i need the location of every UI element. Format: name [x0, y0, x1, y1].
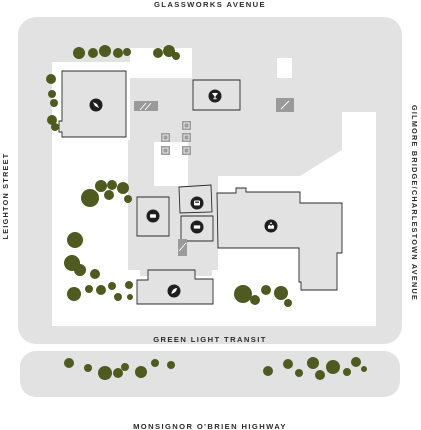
martini-glass-icon: [212, 93, 218, 100]
marker-center-north-building[interactable]: [190, 196, 204, 210]
feather-icon: [171, 288, 177, 294]
stairs-center: [178, 239, 187, 256]
trees: [46, 45, 367, 380]
street-label-transit: GREEN LIGHT TRANSIT: [153, 335, 267, 344]
east-building[interactable]: [216, 187, 343, 291]
stairs-north-east: [276, 98, 294, 112]
marker-west-building[interactable]: [146, 209, 160, 223]
walkways: [52, 47, 376, 276]
street-label-east: GILMORE BRIDGE/CHARLESTOWN AVENUE: [410, 105, 419, 301]
ticket-icon: [193, 225, 201, 229]
street-label-south: MONSIGNOR O'BRIEN HIGHWAY: [133, 422, 287, 430]
street-label-west: LEIGHTON STREET: [1, 153, 10, 240]
cake-icon: [268, 222, 274, 229]
marker-northwest-building[interactable]: [89, 98, 103, 112]
marker-south-building[interactable]: [167, 284, 181, 298]
theater-icon: [194, 200, 200, 206]
marker-center-south-building[interactable]: [190, 220, 204, 234]
cup-icon: [150, 214, 156, 218]
marker-north-building[interactable]: [208, 89, 222, 103]
stairs-north-west: [134, 101, 158, 111]
pen-nib-icon: [93, 102, 99, 108]
marker-east-building[interactable]: [264, 219, 278, 233]
street-label-north: GLASSWORKS AVENUE: [154, 0, 266, 9]
kiosks: [161, 121, 191, 155]
